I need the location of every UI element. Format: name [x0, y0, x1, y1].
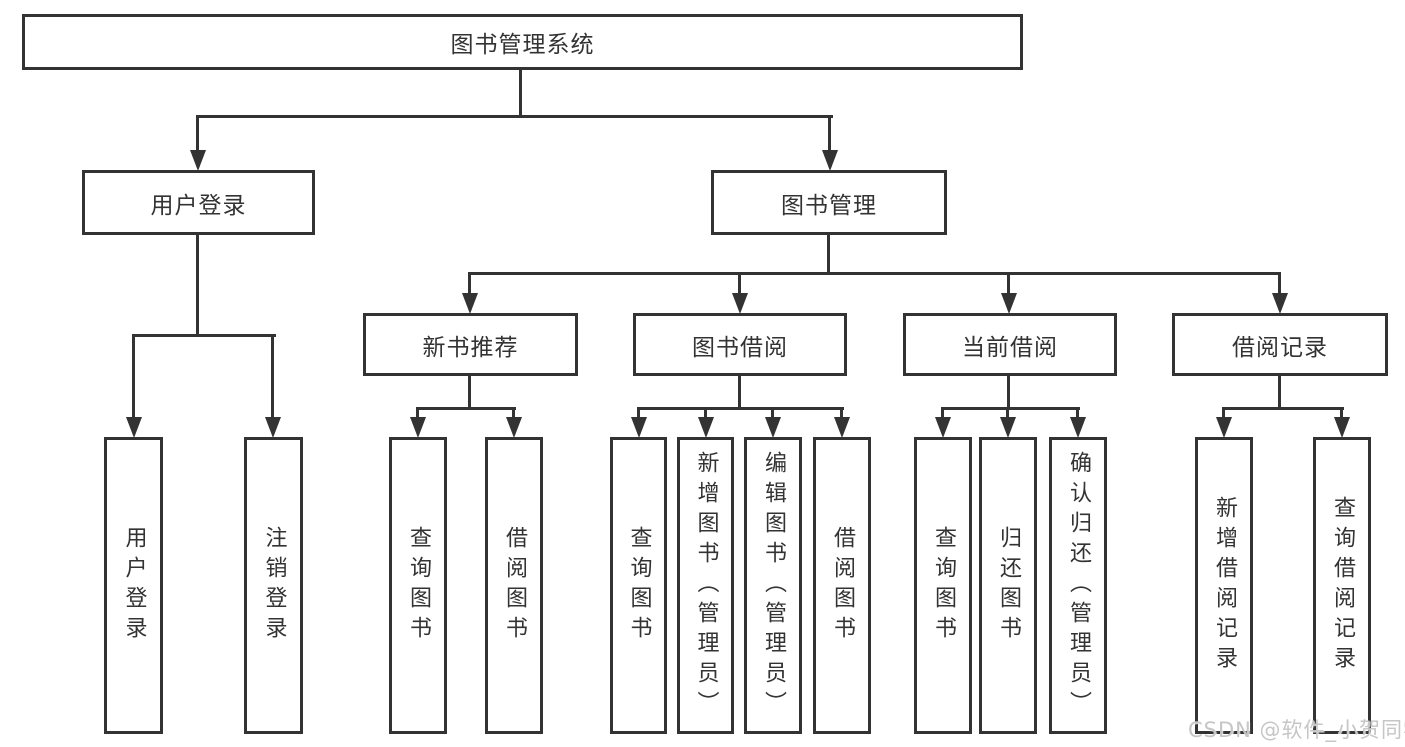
connector-to-book-borrow: [738, 272, 741, 296]
arrow-down-icon: [506, 417, 522, 438]
connector-current-leaf1: [941, 407, 944, 420]
arrow-down-icon: [834, 417, 850, 438]
connector-record-split: [1222, 407, 1344, 410]
leaf-borrow-add-books-admin: 新增图书（管理员）: [677, 437, 734, 734]
leaf-current-confirm-return-admin: 确认归还（管理员）: [1049, 437, 1107, 734]
arrow-down-icon: [1216, 417, 1232, 438]
leaf-record-add-borrow-record: 新增借阅记录: [1195, 437, 1253, 734]
leaf-record-query-borrow-record: 查询借阅记录: [1313, 437, 1371, 734]
leaf-user-login: 用户登录: [104, 437, 163, 734]
connector-userlogin-leaf2: [271, 334, 274, 420]
arrow-down-icon: [462, 293, 478, 314]
arrow-down-icon: [822, 150, 838, 171]
connector-to-borrow-record: [1278, 272, 1281, 296]
connector-userlogin-leaf1: [132, 334, 135, 420]
node-borrow-record: 借阅记录: [1172, 313, 1388, 376]
connector-current-split: [941, 407, 1080, 410]
connector-newbook-leaf1: [416, 407, 419, 420]
leaf-borrow-query-books: 查询图书: [610, 437, 667, 734]
connector-borrow-split: [637, 407, 844, 410]
connector-to-book-management: [828, 115, 831, 153]
connector-record-stem: [1278, 376, 1281, 409]
leaf-borrow-edit-books-admin: 编辑图书（管理员）: [744, 437, 802, 734]
arrow-down-icon: [1334, 417, 1350, 438]
arrow-down-icon: [1001, 293, 1017, 314]
arrow-down-icon: [410, 417, 426, 438]
connector-to-user-login: [196, 115, 199, 153]
leaf-current-query-books: 查询图书: [914, 437, 972, 734]
arrow-down-icon: [1000, 417, 1016, 438]
connector-borrow-leaf4: [840, 407, 843, 420]
arrow-down-icon: [190, 150, 206, 171]
connector-borrow-stem: [738, 376, 741, 409]
leaf-logout: 注销登录: [244, 437, 303, 734]
node-user-login: 用户登录: [82, 170, 315, 235]
arrow-down-icon: [1272, 293, 1288, 314]
connector-borrow-leaf1: [637, 407, 640, 420]
leaf-borrow-borrow-books: 借阅图书: [813, 437, 871, 734]
leaf-current-return-books: 归还图书: [979, 437, 1037, 734]
node-book-borrow: 图书借阅: [633, 313, 847, 376]
arrow-down-icon: [1070, 417, 1086, 438]
arrow-down-icon: [631, 417, 647, 438]
connector-current-leaf2: [1006, 407, 1009, 420]
node-new-book-recommend: 新书推荐: [363, 313, 578, 376]
connector-userlogin-split: [132, 334, 276, 337]
arrow-down-icon: [265, 417, 281, 438]
connector-borrow-leaf2: [704, 407, 707, 420]
connector-bookmgmt-stem: [827, 235, 830, 274]
leaf-newbook-borrow-books: 借阅图书: [485, 437, 543, 734]
leaf-newbook-query-books: 查询图书: [389, 437, 447, 734]
connector-userlogin-stem: [196, 235, 199, 336]
arrow-down-icon: [935, 417, 951, 438]
connector-borrow-leaf3: [771, 407, 774, 420]
connector-current-leaf3: [1076, 407, 1079, 420]
connector-root-stem: [519, 70, 522, 117]
connector-to-current-borrow: [1007, 272, 1010, 296]
node-book-management: 图书管理: [711, 170, 947, 235]
connector-bookmgmt-split: [468, 272, 1281, 275]
arrow-down-icon: [698, 417, 714, 438]
node-current-borrow: 当前借阅: [903, 313, 1117, 376]
connector-root-split: [196, 115, 833, 118]
connector-current-stem: [1007, 376, 1010, 409]
node-library-management-system: 图书管理系统: [22, 14, 1023, 70]
connector-to-new-book: [468, 272, 471, 296]
arrow-down-icon: [732, 293, 748, 314]
arrow-down-icon: [765, 417, 781, 438]
connector-record-leaf2: [1340, 407, 1343, 420]
connector-newbook-leaf2: [512, 407, 515, 420]
arrow-down-icon: [126, 417, 142, 438]
connector-newbook-stem: [468, 376, 471, 409]
connector-newbook-split: [416, 407, 516, 410]
connector-record-leaf1: [1222, 407, 1225, 420]
csdn-watermark: CSDN @软件_小贺同学: [1188, 718, 1405, 742]
